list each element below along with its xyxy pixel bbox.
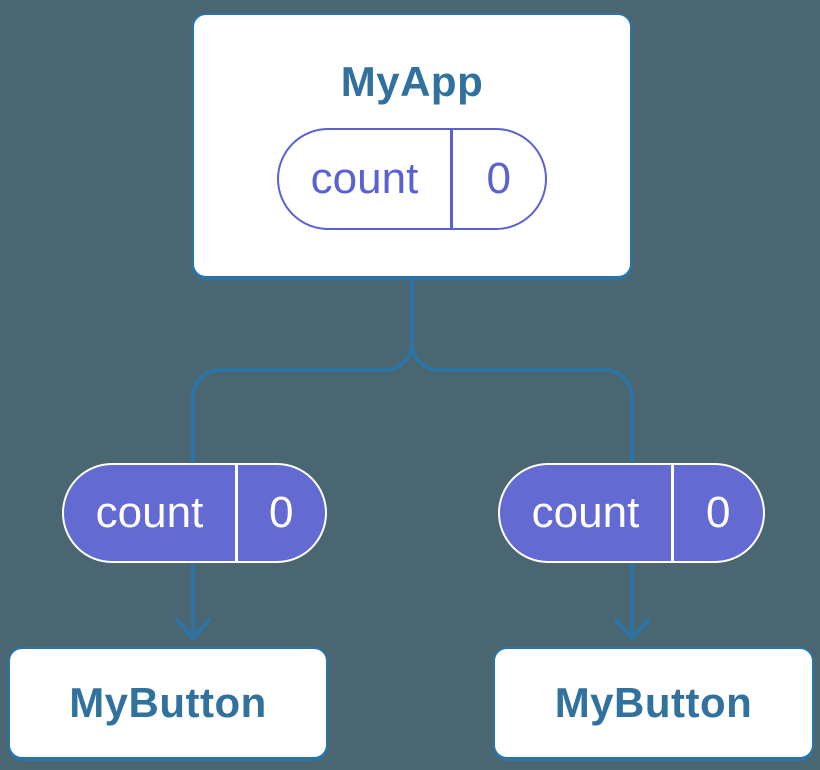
node-mybutton-left: MyButton: [8, 647, 328, 759]
state-pill-name: count: [310, 154, 419, 203]
connector-left-branch: [191, 276, 414, 639]
node-mybutton-left-title: MyButton: [69, 679, 267, 726]
prop-pill-left: count 0: [62, 463, 327, 563]
prop-pill-right: count 0: [498, 463, 765, 563]
pill-divider: [671, 465, 674, 561]
prop-pill-left-value: 0: [269, 488, 294, 537]
node-mybutton-right-title: MyButton: [554, 679, 753, 726]
pill-divider: [450, 130, 453, 228]
state-pill-value: 0: [486, 154, 511, 203]
prop-pill-left-name: count: [95, 488, 204, 537]
prop-pill-right-name: count: [531, 488, 640, 537]
pill-divider: [235, 465, 238, 561]
state-pill-myapp: count 0: [277, 128, 547, 230]
node-mybutton-right: MyButton: [493, 647, 814, 759]
arrowhead-right-icon: [614, 618, 650, 640]
prop-pill-right-value: 0: [706, 488, 731, 537]
arrowhead-left-icon: [175, 618, 211, 640]
node-myapp-title: MyApp: [340, 58, 484, 105]
connector-right-branch: [410, 276, 634, 639]
